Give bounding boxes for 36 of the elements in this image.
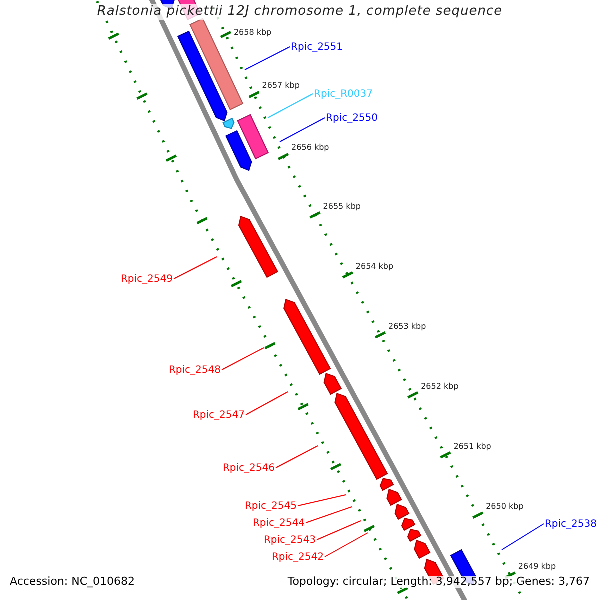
leader-line: [174, 256, 218, 280]
scale-label: 2650 kbp: [486, 502, 524, 512]
gene-label: Rpic_2546: [222, 462, 275, 474]
gene-label: Rpic_2551: [291, 42, 344, 52]
scale-label: 2658 kbp: [234, 29, 272, 38]
scale-label: 2653 kbp: [388, 322, 426, 332]
scale-label: 2657 kbp: [262, 82, 300, 92]
gene-label: Rpic_2549: [120, 274, 173, 284]
leader-line: [298, 494, 346, 506]
gene-label: Rpic_2544: [252, 518, 305, 528]
gene-label: Rpic_2547: [192, 410, 245, 420]
gene-label: Rpic_2538: [544, 518, 597, 530]
summary-text: Topology: circular; Length: 3,942,557 bp; Genes: 3,767: [288, 576, 590, 588]
leader-line: [268, 94, 314, 118]
leader-line: [246, 392, 288, 416]
gene-label: Rpic_2542: [272, 552, 324, 562]
leader-line: [244, 46, 290, 70]
leader-line: [324, 532, 368, 558]
leader-line: [222, 348, 264, 370]
gene-label: Rpic_2545: [244, 500, 297, 512]
scale-label: 2652 kbp: [421, 382, 459, 392]
scale-label: 2655 kbp: [323, 202, 361, 212]
gene-label: Rpic_2543: [264, 534, 316, 546]
gene-label: Rpic_2548: [168, 364, 221, 376]
gene-label: Rpic_2550: [326, 112, 378, 124]
accession-text: Accession: NC_010682: [10, 576, 136, 588]
leader-line: [280, 118, 326, 142]
scale-label: 2651 kbp: [454, 442, 492, 452]
gene-label: Rpic_R0037: [314, 88, 373, 100]
leader-line: [502, 524, 544, 550]
leader-line: [306, 506, 352, 524]
scale-label: 2654 kbp: [356, 262, 394, 272]
leader-line: [316, 520, 362, 540]
scale-label: 2656 kbp: [292, 144, 330, 154]
leader-line: [276, 446, 318, 468]
scale-label: 2649 kbp: [518, 562, 556, 572]
